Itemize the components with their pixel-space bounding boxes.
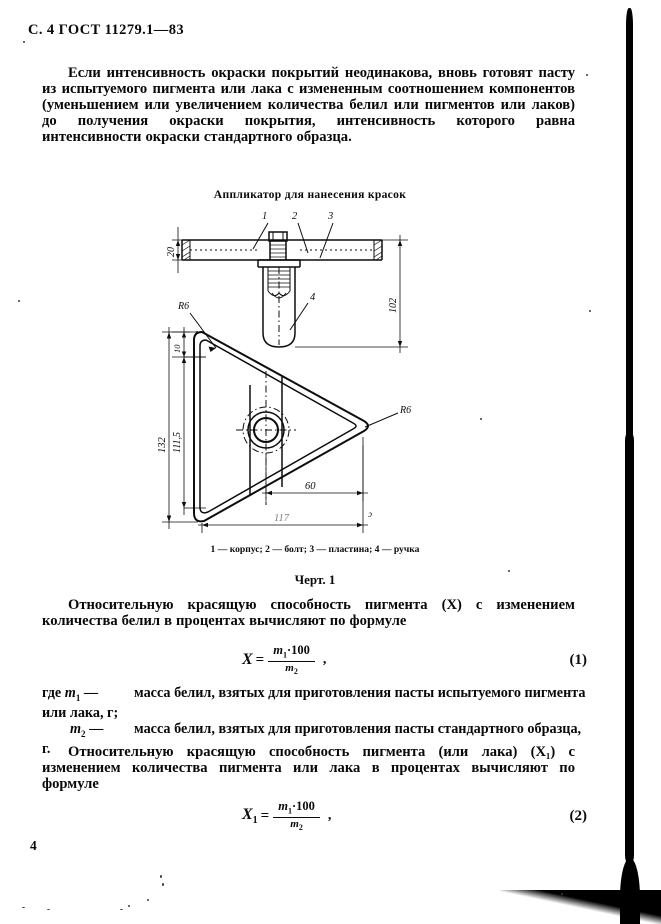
where-symbol-2: m2 — [70, 721, 104, 739]
bolt-and-plate-assembly [257, 231, 301, 268]
dimension-117: 117 [198, 445, 368, 533]
scan-speck [128, 905, 130, 907]
formula-2-denominator: m2 [290, 817, 303, 833]
formula-2-row: X1 = m1·100 m2 , (2) [42, 800, 587, 840]
radius-label-top-left: R6 [177, 301, 189, 312]
figure-legend: 1 — корпус; 2 — болт; 3 — пластина; 4 — … [210, 544, 420, 555]
formula-2-fraction-bar [273, 816, 320, 818]
scan-speck [160, 875, 162, 878]
scan-speck [23, 41, 25, 43]
callout-label-3: 3 [327, 211, 333, 222]
formula-1-numerator: m1·100 [273, 643, 310, 660]
scan-speck [147, 899, 149, 901]
where-definitions-block: где m1 —масса белил, взятых для приготов… [42, 685, 587, 758]
formula-2-equals: = [260, 807, 270, 824]
scan-speck [120, 909, 123, 910]
formula-1-trailing-comma: , [322, 652, 327, 668]
scan-binding-edge-artifact-lower [625, 432, 634, 864]
formula-1-equals: = [255, 651, 265, 668]
callout-label-1: 1 [262, 211, 267, 222]
callout-label-4: 4 [310, 292, 316, 303]
dimension-label-111-5: 111,5 [172, 432, 183, 453]
drawing-edge-mark: ɔ [368, 509, 372, 519]
formula-1-fraction: m1·100 m2 [268, 644, 315, 676]
formula-2-trailing-comma: , [327, 808, 332, 824]
page-header-standard-number: С. 4 ГОСТ 11279.1—83 [28, 22, 185, 38]
scan-speck [589, 310, 591, 312]
dimension-111-5: 111,5 [172, 351, 206, 515]
dimension-label-102: 102 [388, 298, 399, 313]
handle-side-view [262, 267, 296, 348]
dimension-102: 102 [295, 235, 408, 353]
paragraph-intro: Если интенсивность окраски покрытий неод… [42, 65, 575, 145]
formula-1-denominator: m2 [285, 661, 298, 677]
dimension-20: 20 [166, 227, 198, 273]
scan-speck [480, 418, 482, 420]
formula-2-lhs: X1 [242, 805, 258, 827]
applicator-technical-drawing: 1 2 3 [157, 211, 411, 533]
page-footer-number: 4 [30, 838, 37, 853]
dimension-label-132: 132 [157, 437, 168, 454]
figure-number: Черт. 1 [294, 572, 336, 587]
paragraph-relative-capacity-2: Относительную красящую способность пигме… [42, 744, 575, 792]
formula-2-numerator: m1·100 [278, 799, 315, 816]
dimension-label-20: 20 [166, 247, 177, 257]
dimension-label-117: 117 [274, 513, 290, 524]
formula-1-lhs: X [242, 651, 253, 669]
formula-1-expression: X = m1·100 m2 , [242, 644, 326, 676]
radius-callout-top-left: R6 [177, 301, 217, 352]
scan-speck [162, 883, 164, 886]
dimension-label-60: 60 [305, 481, 316, 492]
dimension-label-10: 10 [172, 344, 182, 353]
scan-corner-spike-artifact [620, 858, 640, 924]
where-definition-2: масса белил, взятых для приготовления па… [42, 721, 582, 758]
figure-title: Аппликатор для нанесения красок [213, 188, 407, 201]
callout-leader-4 [289, 302, 309, 331]
scan-speck [18, 300, 20, 302]
radius-label-right: R6 [399, 405, 411, 416]
formula-2-fraction: m1·100 m2 [273, 800, 320, 832]
formula-1-number: (1) [569, 652, 588, 668]
dimension-60: 60 [262, 437, 368, 501]
scan-speck [561, 893, 563, 895]
formula-2-number: (2) [569, 808, 588, 824]
formula-1-row: X = m1·100 m2 , (1) [42, 644, 587, 684]
scan-speck [586, 74, 588, 76]
where-definition-1: масса белил, взятых для приготовления па… [42, 685, 586, 722]
formula-1-fraction-bar [268, 660, 315, 662]
scan-speck [47, 909, 50, 910]
paragraph-relative-capacity-1: Относительную красящую способность пигме… [42, 597, 575, 629]
radius-callout-right: R6 [364, 405, 411, 428]
scan-speck [508, 570, 510, 572]
where-intro-and-symbol-1: где m1 — [42, 685, 99, 703]
scan-speck [22, 907, 25, 908]
where-item-m1: где m1 —масса белил, взятых для приготов… [42, 685, 587, 722]
formula-2-expression: X1 = m1·100 m2 , [242, 800, 331, 832]
dimension-132: 132 [157, 327, 198, 529]
where-item-m2: m2 —масса белил, взятых для приготовлени… [42, 721, 587, 758]
callout-label-2: 2 [292, 211, 298, 222]
